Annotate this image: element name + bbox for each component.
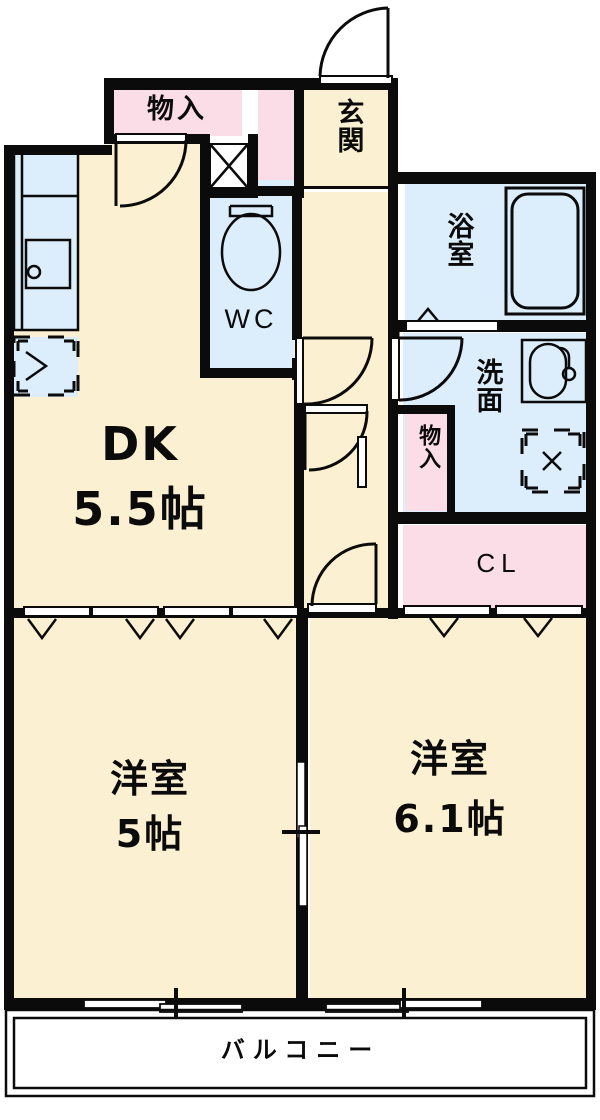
washing-machine-space — [520, 428, 586, 494]
wall-shaft-right — [248, 134, 258, 198]
pipe-shaft — [209, 143, 249, 189]
label-wc: WC — [224, 304, 278, 334]
wall-shaft-left — [200, 134, 210, 198]
entrance-closet-strip-fill — [258, 88, 300, 188]
closet-north-door — [114, 133, 188, 208]
room-genkan-fill — [302, 88, 395, 188]
toilet — [220, 204, 282, 292]
wall-cl-bottom — [388, 608, 596, 618]
label-dk-size: 5.5帖 — [72, 482, 208, 536]
label-bath: 浴室 — [442, 212, 474, 268]
wall-dk-top-left — [4, 145, 112, 155]
wall-outer-right-lower — [586, 612, 596, 1008]
wall-genkan-right — [388, 78, 398, 192]
wall-closet-north-left — [104, 78, 114, 138]
wc-door — [295, 336, 374, 406]
wall-entrance-strip-bottom — [248, 186, 304, 196]
hall-door — [390, 336, 464, 402]
bedroom-partition-sliding — [282, 761, 320, 907]
label-genkan: 玄関 — [332, 98, 364, 154]
wall-outer-right-upper — [586, 172, 596, 612]
label-bedroom-right: 洋室 — [409, 737, 490, 781]
bathtub — [504, 186, 586, 316]
front-door — [318, 6, 393, 85]
wall-wc-bottom — [200, 368, 304, 378]
balcony-outline — [4, 1008, 596, 1098]
closet-north-fill — [112, 88, 242, 136]
wall-hall-right-upper — [388, 182, 398, 412]
label-bedroom-right-size: 6.1帖 — [393, 797, 507, 841]
label-closet-north: 物入 — [147, 94, 207, 125]
label-closet-east: 物入 — [415, 424, 441, 470]
dk-bedroom-sliding — [23, 606, 299, 641]
cl-door — [403, 605, 583, 639]
wall-outer-left-lower — [4, 618, 14, 1008]
wall-closet-east-top — [398, 405, 455, 414]
label-balcony: バルコニー — [220, 1036, 381, 1064]
label-bedroom-left: 洋室 — [109, 757, 190, 801]
room-bedroom-right-fill — [310, 612, 595, 1003]
label-cl: CL — [476, 548, 522, 578]
bedroom-right-door — [307, 542, 378, 614]
dk-hall-door — [303, 404, 369, 488]
wall-hall-right-lower — [388, 404, 398, 619]
closet-cl-fill — [403, 525, 595, 615]
label-dk: DK — [101, 417, 179, 471]
kitchen-sink — [12, 150, 80, 332]
room-wc-fill — [208, 196, 294, 368]
wall-washroom-bottom — [398, 512, 596, 524]
label-washroom: 洗面 — [471, 358, 503, 414]
vanity-sink — [520, 338, 588, 404]
wall-bath-top — [388, 172, 595, 184]
wall-dk-right — [294, 378, 304, 618]
room-bath-fill — [405, 182, 595, 322]
wall-outer-left-upper — [4, 145, 14, 618]
wall-genkan-left — [294, 78, 304, 198]
kitchen-appliance-space — [12, 335, 80, 397]
closet-east-fill — [405, 413, 449, 511]
label-bedroom-left-size: 5帖 — [115, 812, 185, 856]
wall-closet-north-bottom-right — [186, 134, 208, 144]
bath-door — [405, 307, 499, 332]
wall-wc-left — [200, 196, 210, 378]
wall-closet-east-right — [447, 407, 455, 515]
wall-closet-north-top — [104, 78, 304, 90]
genkan-step-line — [304, 186, 392, 189]
room-bedroom-left-fill — [12, 618, 302, 1003]
wall-wc-top — [200, 190, 258, 198]
wall-wc-right-upper — [292, 196, 302, 340]
balcony-window-right — [325, 988, 483, 1024]
